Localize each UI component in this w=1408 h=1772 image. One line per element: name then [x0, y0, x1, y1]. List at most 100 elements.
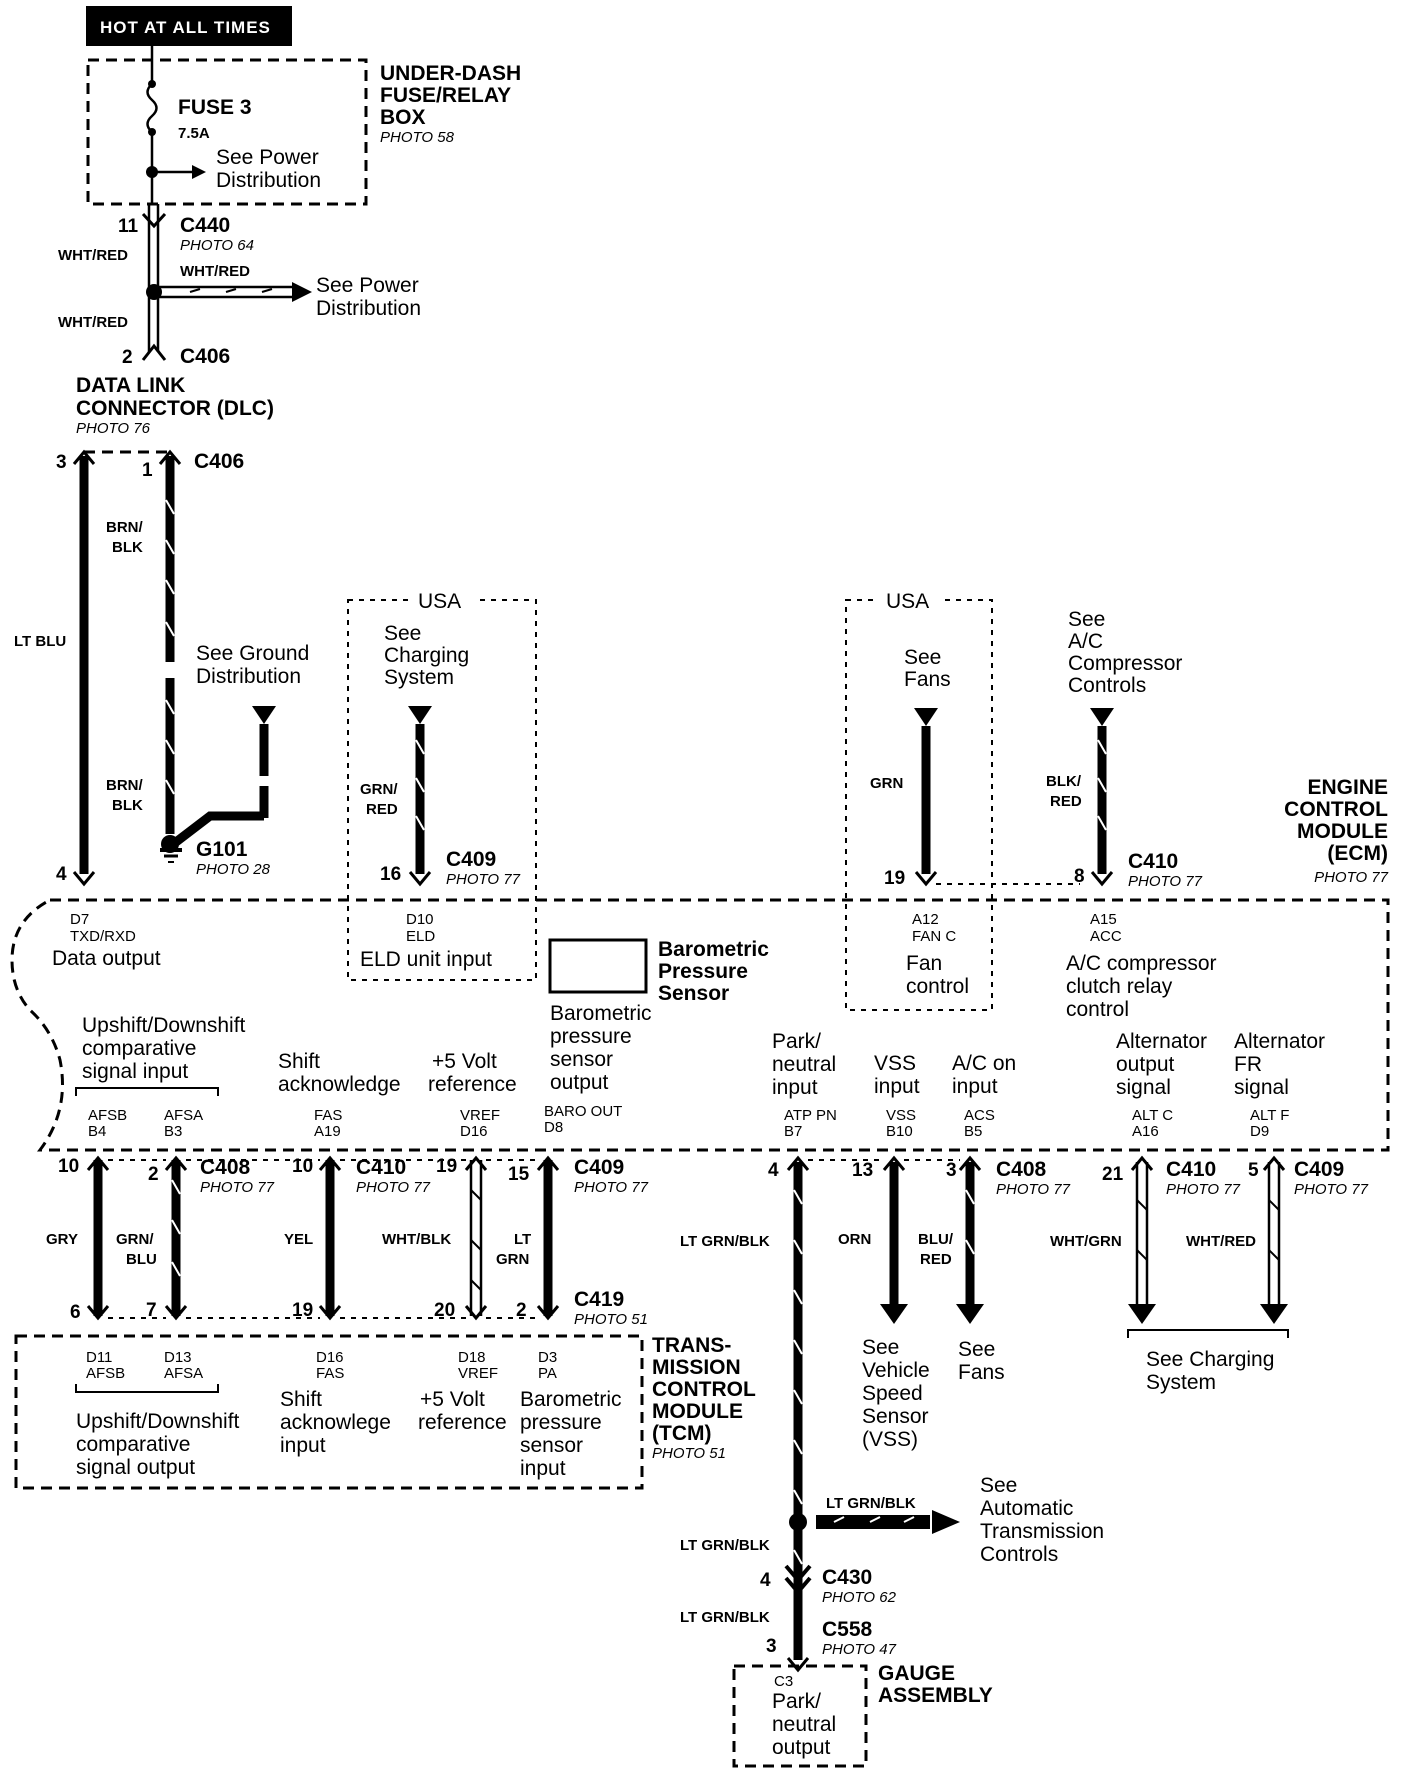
ecm-module: ENGINE CONTROL MODULE (ECM) PHOTO 77 D7 …: [10, 776, 1390, 1152]
hot-label: HOT AT ALL TIMES: [100, 18, 271, 37]
connector-c410: C410: [1166, 1158, 1216, 1181]
photo-ref: PHOTO 51: [652, 1445, 726, 1462]
baro-sensor-name: Pressure: [658, 960, 748, 983]
connector-c409: C409: [574, 1156, 624, 1179]
tcm-module: TRANS- MISSION CONTROL MODULE (TCM) PHOT…: [14, 1334, 756, 1490]
vss-note: Speed: [862, 1382, 923, 1405]
photo-ref: PHOTO 77: [446, 871, 521, 888]
photo-ref: PHOTO 77: [356, 1179, 431, 1196]
wire-color: GRY: [46, 1231, 78, 1248]
wire-color: RED: [1050, 793, 1082, 810]
connector-c406: C406: [194, 450, 244, 473]
wire-color: BLK: [112, 797, 143, 814]
charging-note: Charging: [384, 644, 469, 667]
terminal-pin: C3: [774, 1673, 793, 1690]
ac-note: A/C: [1068, 630, 1103, 653]
usa-right-option: USA See Fans GRN 19: [845, 590, 1080, 1011]
ac-note: Compressor: [1068, 652, 1182, 675]
wire-color: GRN/: [360, 781, 398, 798]
terminal-signal: AFSA: [164, 1107, 203, 1124]
terminal-desc: Shift: [280, 1388, 322, 1411]
photo-ref: PHOTO 77: [574, 1179, 649, 1196]
fuse-box: FUSE 3 7.5A See Power Distribution UNDER…: [86, 46, 521, 206]
ac-note: See: [1068, 608, 1105, 631]
terminal-desc: pressure: [520, 1411, 602, 1434]
vss-note: Vehicle: [862, 1359, 930, 1382]
terminal-desc: control: [1066, 998, 1129, 1021]
terminal-signal: AFSB: [86, 1365, 125, 1382]
terminal-desc: input: [280, 1434, 326, 1457]
tcm-title: TRANS-: [652, 1334, 731, 1357]
terminal-signal: ELD: [406, 928, 435, 945]
atc-note: Automatic: [980, 1497, 1073, 1520]
pin-number: 4: [760, 1570, 771, 1591]
terminal-desc: comparative: [82, 1037, 196, 1060]
fans-note: See: [958, 1338, 995, 1361]
pin-number: 3: [946, 1160, 957, 1181]
usa-tag: USA: [886, 590, 929, 613]
pin-number: 21: [1102, 1164, 1124, 1185]
photo-ref: PHOTO 47: [822, 1641, 897, 1658]
pin-number: 16: [380, 864, 401, 885]
terminal-desc: A/C compressor: [1066, 952, 1217, 975]
gauge-title: ASSEMBLY: [878, 1684, 993, 1707]
terminal-desc: comparative: [76, 1433, 190, 1456]
terminal-desc: Park/: [772, 1030, 821, 1053]
terminal-pin: A19: [314, 1123, 341, 1140]
terminal-pin: D13: [164, 1349, 192, 1366]
terminal-signal: ALT C: [1132, 1107, 1173, 1124]
terminal-desc: +5 Volt: [420, 1388, 485, 1411]
terminal-signal: FAS: [314, 1107, 342, 1124]
charging-note: System: [1146, 1371, 1216, 1394]
splice-note: Distribution: [316, 297, 421, 320]
terminal-desc: FR: [1234, 1053, 1262, 1076]
terminal-desc: neutral: [772, 1713, 836, 1736]
wire-color: BLK: [112, 539, 143, 556]
terminal-pin: A15: [1090, 911, 1117, 928]
wire-color: LT GRN/BLK: [680, 1609, 770, 1626]
fuse-box-title: BOX: [380, 106, 426, 129]
usa-left-option: USA See Charging System GRN/ RED 16 C409…: [347, 590, 537, 981]
usa-tag: USA: [418, 590, 461, 613]
terminal-desc: Barometric: [550, 1002, 652, 1025]
pin-number: 2: [516, 1300, 527, 1321]
terminal-desc: output: [772, 1736, 831, 1759]
top-chain: 11 C440 PHOTO 64 WHT/RED WHT/RED See Pow…: [58, 204, 421, 368]
wire-color: BLU/: [918, 1231, 954, 1248]
terminal-pin: D16: [316, 1349, 344, 1366]
terminal-signal: FAN C: [912, 928, 956, 945]
terminal-desc: acknowlege: [280, 1411, 391, 1434]
terminal-signal: VSS: [886, 1107, 916, 1124]
terminal-signal: FAS: [316, 1365, 344, 1382]
terminal-desc: reference: [428, 1073, 517, 1096]
connector-c410: C410: [1128, 850, 1178, 873]
charging-note: See: [384, 622, 421, 645]
terminal-desc: sensor: [520, 1434, 583, 1457]
pin-number: 5: [1248, 1160, 1259, 1181]
ground-g101: G101: [196, 838, 248, 861]
photo-ref: PHOTO 64: [180, 237, 254, 254]
fuse-box-photo: PHOTO 58: [380, 129, 455, 146]
pin-number: 19: [292, 1300, 313, 1321]
wire-color: BRN/: [106, 519, 143, 536]
tcm-title: (TCM): [652, 1422, 711, 1445]
pin-number: 7: [146, 1300, 157, 1321]
pin-number: 4: [768, 1160, 779, 1181]
terminal-desc: input: [952, 1075, 998, 1098]
terminal-signal: VREF: [460, 1107, 500, 1124]
pin-number: 2: [122, 347, 133, 368]
hot-label-box: [86, 6, 292, 46]
tcm-title: MISSION: [652, 1356, 741, 1379]
terminal-desc: +5 Volt: [432, 1050, 497, 1073]
connector-c410: C410: [356, 1156, 406, 1179]
ecm-title: MODULE: [1297, 820, 1388, 843]
dlc-title: CONNECTOR (DLC): [76, 397, 274, 420]
fans-note: Fans: [958, 1361, 1005, 1384]
fuse-note: See Power: [216, 146, 319, 169]
wire-color: GRN: [870, 775, 903, 792]
connector-c440: C440: [180, 214, 230, 237]
wire-color: LT GRN/BLK: [826, 1495, 916, 1512]
tcm-title: CONTROL: [652, 1378, 756, 1401]
terminal-pin: D9: [1250, 1123, 1269, 1140]
terminal-signal: BARO OUT: [544, 1103, 622, 1120]
